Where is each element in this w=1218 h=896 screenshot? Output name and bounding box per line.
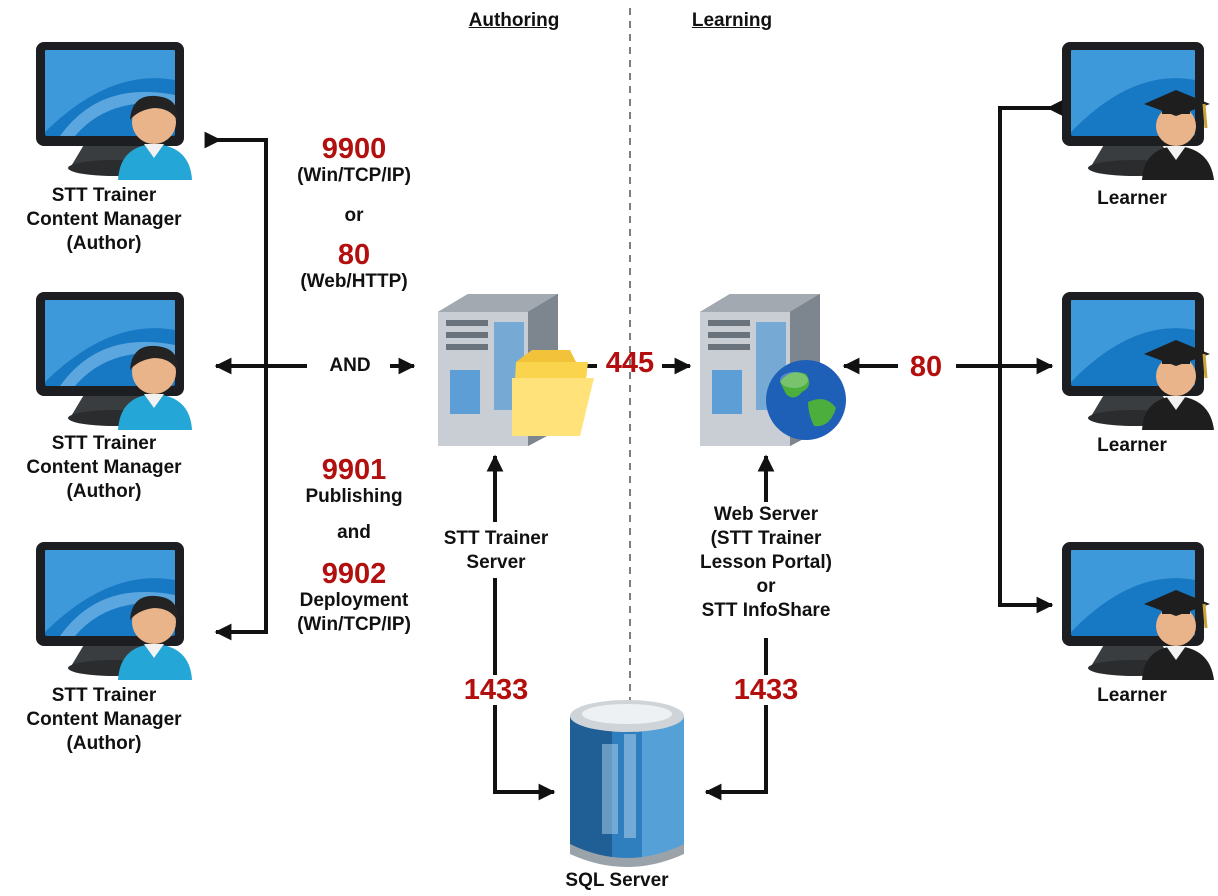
trainer-server-label: STT Trainer Server [439,527,553,575]
author-type: (Author) [66,481,142,502]
web-server-line1: Web Server [713,504,819,525]
trainer-sql-line [493,578,556,801]
port-80-desc: (Web/HTTP) [300,271,408,292]
author-computer-icon [36,42,192,180]
author-role: Content Manager [26,209,182,230]
author-label: STT Trainer Content Manager (Author) [26,684,181,756]
trainer-server-folder-icon [438,294,594,446]
port-445: 445 [605,347,655,379]
authoring-heading: Authoring [468,10,560,31]
learning-heading: Learning [691,10,773,31]
author-type: (Author) [66,733,142,754]
author-role: Content Manager [26,457,182,478]
port-9902-desc2: (Win/TCP/IP) [297,614,411,635]
and-label: and [337,522,371,543]
web-server-globe-icon [700,294,846,446]
author-name: STT Trainer [51,433,157,454]
author-role: Content Manager [26,709,182,730]
port-1433-right: 1433 [729,675,803,705]
web-sql-line [704,638,768,801]
author-name: STT Trainer [51,685,157,706]
or-label: or [344,205,364,226]
learner-computer-icon [1062,42,1214,180]
port-9901-desc: Publishing [305,486,403,507]
author-name: STT Trainer [51,185,157,206]
sql-server-label: SQL Server [565,870,669,891]
port-1433-left: 1433 [459,675,533,705]
learner-bus-line [998,99,1064,614]
web-server-label: Web Server (STT Trainer Lesson Portal) o… [696,503,836,623]
author-type: (Author) [66,233,142,254]
port-9900-desc: (Win/TCP/IP) [297,165,411,186]
learner-computer-icon [1062,292,1214,430]
web-server-line3: Lesson Portal) [700,552,832,573]
trainer-server-line1: STT Trainer [443,528,549,549]
author-label: STT Trainer Content Manager (Author) [26,184,181,256]
sql-server-database-icon [570,700,684,867]
port-80-web: 80 [337,239,371,271]
port-80-learner: 80 [909,351,943,383]
port-9902: 9902 [321,558,387,590]
learner-label: Learner [1097,188,1167,209]
port-9901: 9901 [321,454,387,486]
web-server-line2: (STT Trainer [710,528,822,549]
author-bus-line [204,131,268,641]
port-9900: 9900 [321,133,387,165]
learner-computer-icon [1062,542,1214,680]
learner-label: Learner [1097,685,1167,706]
author-label: STT Trainer Content Manager (Author) [26,432,181,504]
and-connector-label: AND [329,355,371,376]
author-computer-icon [36,542,192,680]
learner-label: Learner [1097,435,1167,456]
author-computer-icon [36,292,192,430]
port-9902-desc: Deployment [299,590,409,611]
trainer-server-line2: Server [466,552,526,573]
web-server-line4: or [756,576,776,597]
web-server-line5: STT InfoShare [701,600,831,621]
